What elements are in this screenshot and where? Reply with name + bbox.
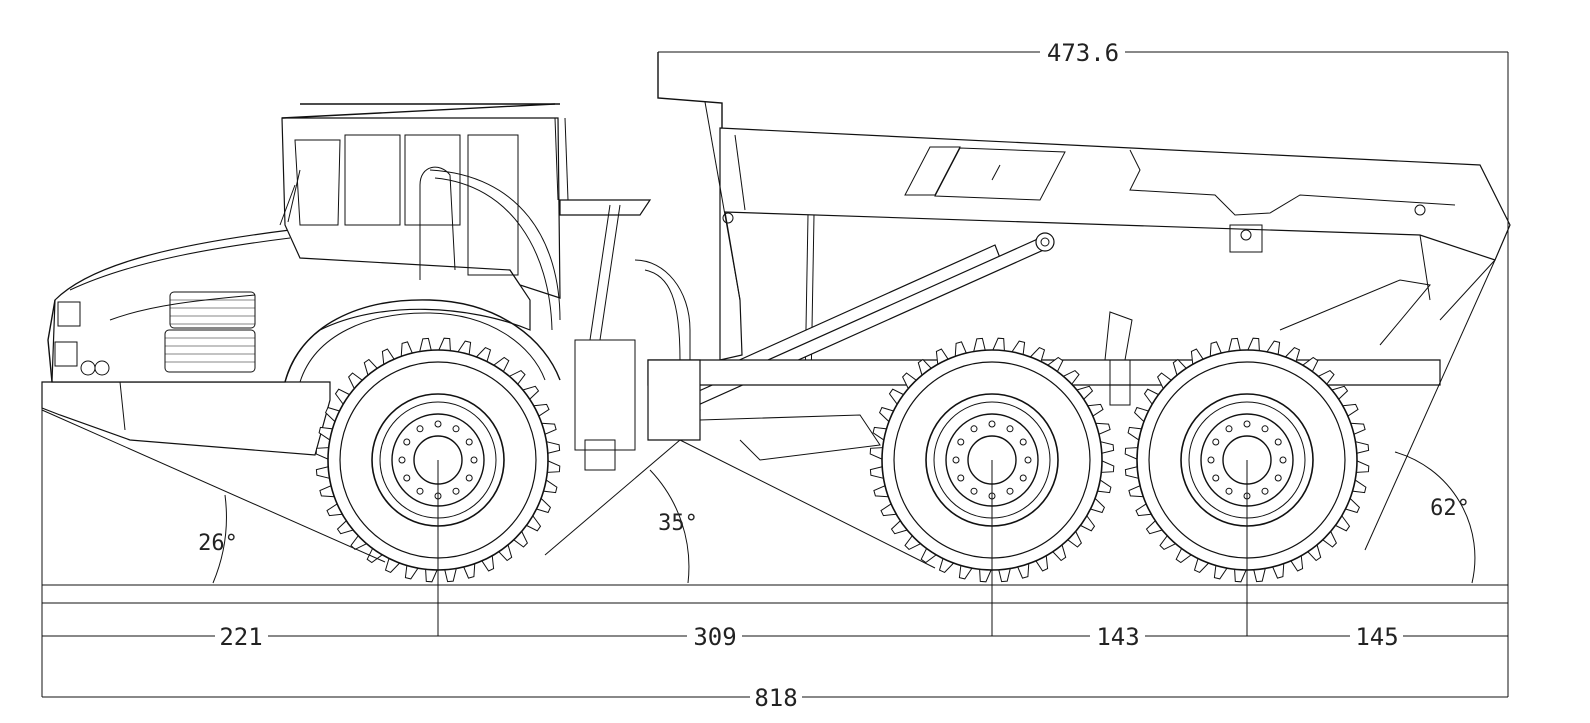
wheel-bolt bbox=[1274, 438, 1282, 446]
wheel-bolt bbox=[403, 438, 411, 446]
body-length-label: 473.6 bbox=[1047, 39, 1119, 67]
wheel-bolt bbox=[1006, 487, 1014, 495]
wheel-bolt bbox=[1261, 487, 1269, 495]
wheel-bolt bbox=[1261, 425, 1269, 433]
wheel-bolt bbox=[434, 420, 442, 428]
wheel-bolt bbox=[988, 420, 996, 428]
cab bbox=[279, 103, 691, 471]
wheel-bolt bbox=[1006, 425, 1014, 433]
wheel-bolt bbox=[465, 474, 473, 482]
overall-length-label: 818 bbox=[754, 684, 797, 712]
wheel-bolt bbox=[1243, 420, 1251, 428]
bogie-spacing-label: 143 bbox=[1096, 623, 1139, 651]
dimension-lines bbox=[41, 51, 1509, 698]
wheel-bolt bbox=[465, 438, 473, 446]
wheel-bolt bbox=[1019, 438, 1027, 446]
dump-body bbox=[657, 52, 1511, 386]
wheel-bolt bbox=[1207, 456, 1215, 464]
front-overhang-label: 221 bbox=[219, 623, 262, 651]
wheelbase-front-label: 309 bbox=[693, 623, 736, 651]
wheel-bolt bbox=[970, 425, 978, 433]
wheel-bolt bbox=[1279, 456, 1287, 464]
wheel-bolt bbox=[452, 487, 460, 495]
wheel-bolt bbox=[470, 456, 478, 464]
wheel-bolt bbox=[452, 425, 460, 433]
dimension-labels: 473.6 221 309 143 145 818 bbox=[219, 39, 1398, 712]
wheel-bolt bbox=[1212, 474, 1220, 482]
wheel-bolt bbox=[1225, 425, 1233, 433]
ramp-angle-label: 35° bbox=[658, 511, 698, 536]
wheel-bolt bbox=[1212, 438, 1220, 446]
angle-labels: 26° 35° 62° bbox=[198, 496, 1470, 556]
wheel-bolt bbox=[416, 425, 424, 433]
wheel-bolt bbox=[1019, 474, 1027, 482]
wheel-bolt bbox=[416, 487, 424, 495]
angle-lines bbox=[41, 259, 1496, 584]
wheel-bolt bbox=[970, 487, 978, 495]
approach-angle-label: 26° bbox=[198, 531, 238, 556]
wheel-bolt bbox=[398, 456, 406, 464]
wheel-bolt bbox=[1225, 487, 1233, 495]
wheel-bolt bbox=[1274, 474, 1282, 482]
rear-overhang-label: 145 bbox=[1355, 623, 1398, 651]
wheel-bolt bbox=[957, 438, 965, 446]
departure-angle-label: 62° bbox=[1430, 496, 1470, 521]
wheel-bolt bbox=[957, 474, 965, 482]
wheel-bolt bbox=[952, 456, 960, 464]
wheel-bolt bbox=[403, 474, 411, 482]
wheel-bolt bbox=[1024, 456, 1032, 464]
tractor-unit bbox=[41, 229, 561, 456]
